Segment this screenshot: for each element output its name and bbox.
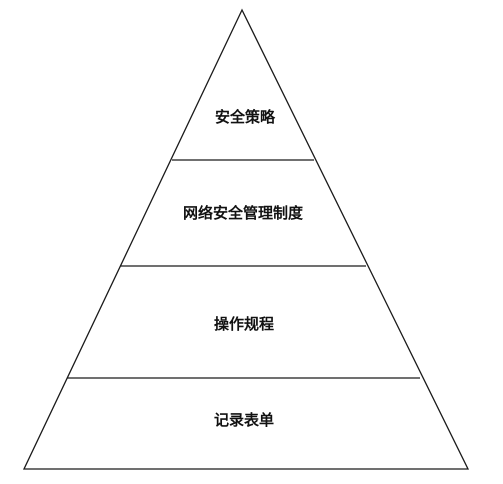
tier-label-3: 操作规程	[214, 315, 274, 333]
pyramid-outline	[22, 8, 470, 470]
tier-label-1: 安全策略	[215, 108, 276, 126]
tier-label-4: 记录表单	[214, 411, 274, 429]
tier-label-2: 网络安全管理制度	[183, 204, 304, 222]
